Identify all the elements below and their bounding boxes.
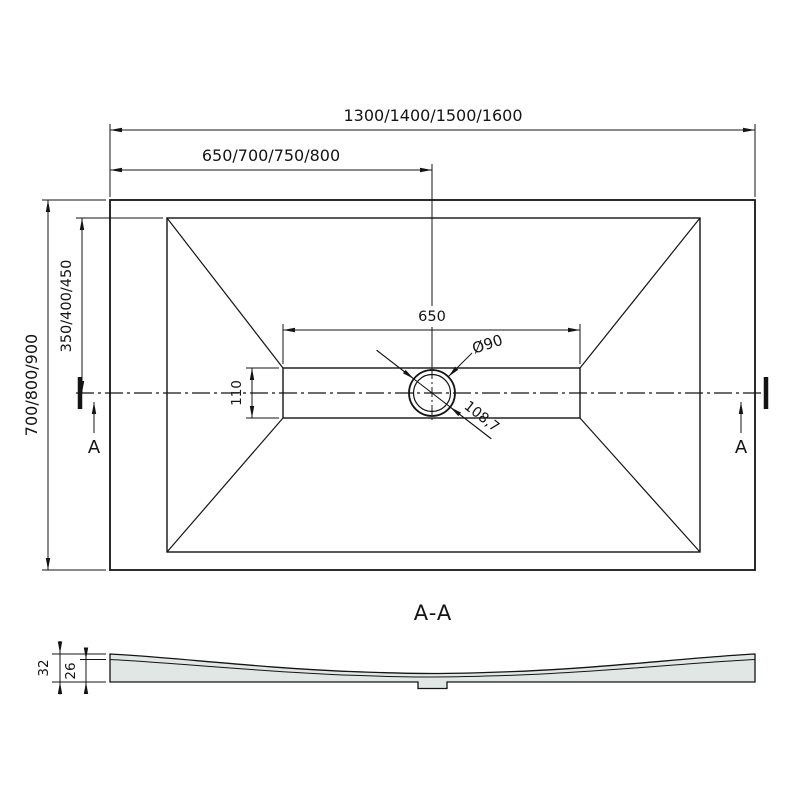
leader-drain-diameter xyxy=(447,352,473,378)
section-profile xyxy=(109,653,756,690)
dimarrow-diagonal-lower xyxy=(449,406,492,440)
outer-rect xyxy=(109,199,756,571)
section-marker-left-label: A xyxy=(88,437,101,458)
section-cut-marks xyxy=(76,377,770,433)
slope-diagonal-bl xyxy=(166,417,284,553)
section-view xyxy=(109,653,756,690)
dim-drain-diagonal-label: 108,7 xyxy=(461,398,502,435)
drain xyxy=(408,369,456,421)
extension-lines xyxy=(42,124,756,683)
section-title: A-A xyxy=(414,601,452,625)
slope-diagonal-tl xyxy=(166,217,284,369)
dim-section-total-height-label: 32 xyxy=(36,659,52,676)
dim-flat-length-label: 650 xyxy=(418,309,446,325)
dimarrow-diagonal-upper xyxy=(376,349,415,380)
slope-diagonal-tr xyxy=(579,217,701,369)
section-marker-right-label: A xyxy=(735,437,748,458)
tray-top-view xyxy=(109,199,756,571)
dim-section-base-height-label: 26 xyxy=(63,662,79,679)
dim-center-to-drain-label: 650/700/750/800 xyxy=(202,146,340,165)
slope-diagonal-br xyxy=(579,417,701,553)
dimension-lines xyxy=(45,127,755,695)
dim-drain-diameter-label: Ø90 xyxy=(470,331,505,358)
dim-flat-width-label: 110 xyxy=(229,380,245,406)
dim-overall-width-label: 700/800/900 xyxy=(22,334,41,436)
inner-rect xyxy=(166,217,701,553)
section-inner-surface-line xyxy=(109,659,756,678)
dim-overall-length-label: 1300/1400/1500/1600 xyxy=(343,106,522,125)
dim-edge-to-drain-label: 350/400/450 xyxy=(59,260,75,353)
